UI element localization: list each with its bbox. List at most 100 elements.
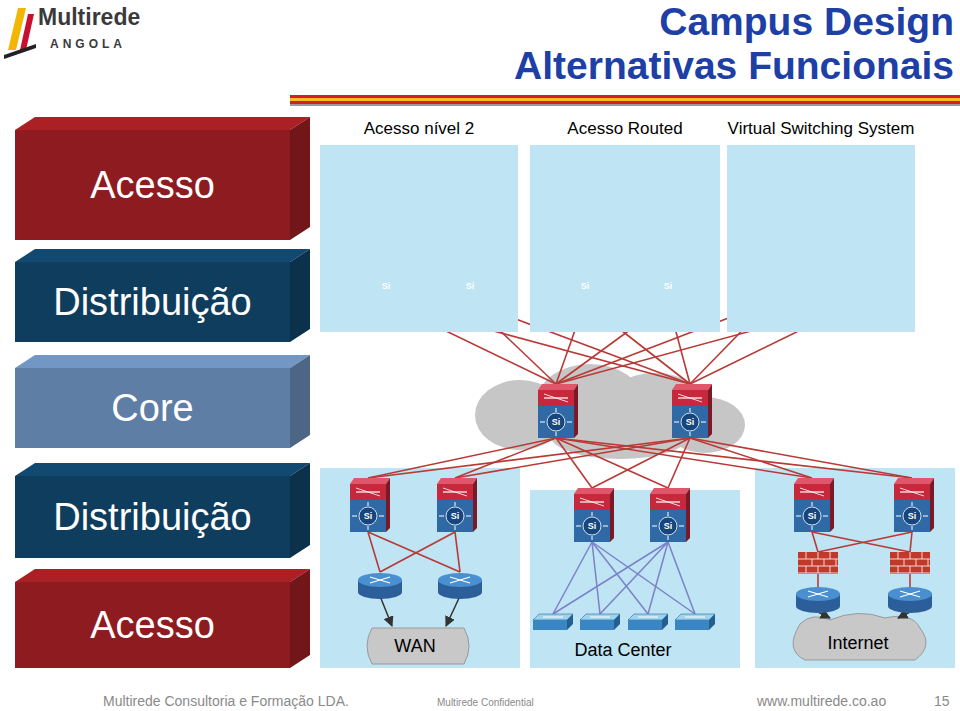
link-line — [600, 542, 668, 614]
drawing-part — [450, 577, 470, 583]
drawing-part — [650, 510, 686, 542]
link-line — [455, 438, 556, 478]
link-line — [690, 438, 812, 478]
link-line — [592, 542, 648, 614]
drawing-part — [544, 394, 568, 402]
drawing-part — [818, 566, 819, 573]
link-line — [455, 438, 690, 478]
drawing-part — [438, 585, 482, 599]
drawing-part — [556, 432, 557, 436]
drawing-part — [900, 591, 920, 597]
drawing-part — [533, 614, 573, 620]
switch-symbol-text: Si — [908, 512, 917, 521]
drawing-part — [912, 502, 913, 506]
drawing-part — [473, 478, 477, 532]
link-line — [556, 438, 668, 488]
drawing-part — [690, 432, 691, 436]
drawing-part — [370, 577, 390, 583]
drawing-part — [455, 502, 456, 506]
drawing-part — [437, 484, 473, 500]
drawing-part — [437, 500, 473, 532]
drawing-part — [574, 488, 614, 494]
module-panel: WAN — [320, 468, 520, 668]
drawing-part — [610, 488, 614, 542]
drawing-part — [923, 516, 928, 517]
drawing-part — [656, 498, 680, 506]
drawing-part — [538, 390, 574, 406]
link-line — [455, 532, 460, 572]
drawing-part — [675, 614, 715, 620]
title-stripe — [290, 101, 960, 104]
drawing-part — [450, 577, 470, 583]
drawing-part — [808, 591, 828, 597]
drawing-part — [437, 478, 477, 484]
drawing-part — [796, 587, 840, 601]
drawing-part — [543, 617, 563, 618]
link-line — [368, 532, 460, 572]
router — [796, 587, 840, 613]
drawing-part — [659, 517, 677, 535]
switch-symbol-text: Si — [664, 522, 673, 531]
drawing-part — [675, 620, 709, 630]
switch-symbol-text: Si — [451, 512, 460, 521]
module-panel: Internet — [755, 468, 955, 668]
drawing-part — [836, 559, 837, 566]
link-line — [910, 532, 912, 552]
router — [438, 573, 482, 599]
switch-symbol-text: Si — [581, 282, 590, 291]
switch-symbol-text: Si — [808, 512, 817, 521]
drawing-part — [928, 559, 929, 566]
drawing-part — [603, 526, 608, 527]
drawing-part — [672, 406, 708, 438]
drawing-part — [904, 559, 905, 566]
drawing-part — [439, 516, 444, 517]
drawing-part — [903, 507, 921, 525]
drawing-part — [796, 599, 840, 613]
drawing-part — [368, 502, 369, 506]
drawing-part — [576, 526, 581, 527]
drawing-part — [379, 516, 384, 517]
access-switch — [628, 614, 668, 630]
panel-heading: Acesso Routed — [567, 119, 682, 139]
drawing-part — [894, 484, 930, 500]
design-panel: Acesso nível 2 — [320, 145, 518, 332]
access-switch — [533, 614, 573, 630]
drawing-part — [547, 413, 565, 431]
drawing-part — [681, 413, 699, 431]
drawing-part — [650, 494, 686, 510]
drawing-part — [567, 614, 573, 630]
switch-symbol-text: Si — [664, 282, 673, 291]
link-line — [368, 438, 690, 478]
wan-arrow — [446, 596, 460, 626]
drawing-part — [386, 478, 390, 532]
drawing-part — [900, 591, 920, 597]
footer-text: Multirede Consultoria e Formação LDA. — [103, 694, 349, 708]
drawing-part — [894, 478, 934, 484]
drawing-part — [370, 577, 390, 583]
layer-band: Core — [15, 368, 290, 448]
link-line — [380, 532, 455, 572]
layer-band: Acesso — [15, 582, 290, 668]
wan-arrow — [380, 596, 392, 626]
drawing-part — [930, 478, 934, 532]
layer-name: Distribuição — [53, 496, 252, 539]
drawing-part — [824, 559, 825, 566]
module-name: Internet — [827, 633, 888, 654]
drawing-part — [574, 510, 610, 542]
drawing-part — [466, 516, 471, 517]
title-stripe — [290, 98, 960, 101]
switch-symbol-text: Si — [552, 418, 561, 427]
drawing-part — [672, 384, 712, 390]
switch-symbol-text: Si — [686, 418, 695, 427]
band-side-face — [290, 569, 310, 668]
link-line — [368, 532, 380, 572]
drawing-part — [350, 500, 386, 532]
drawing-part — [709, 614, 715, 630]
link-line — [818, 532, 912, 552]
drawing-part — [922, 566, 923, 573]
drawing-part — [592, 536, 593, 540]
drawing-part — [900, 488, 924, 496]
drawing-part — [668, 536, 669, 540]
footer-text: Multirede Confidential — [437, 698, 534, 708]
drawing-part — [540, 422, 545, 423]
